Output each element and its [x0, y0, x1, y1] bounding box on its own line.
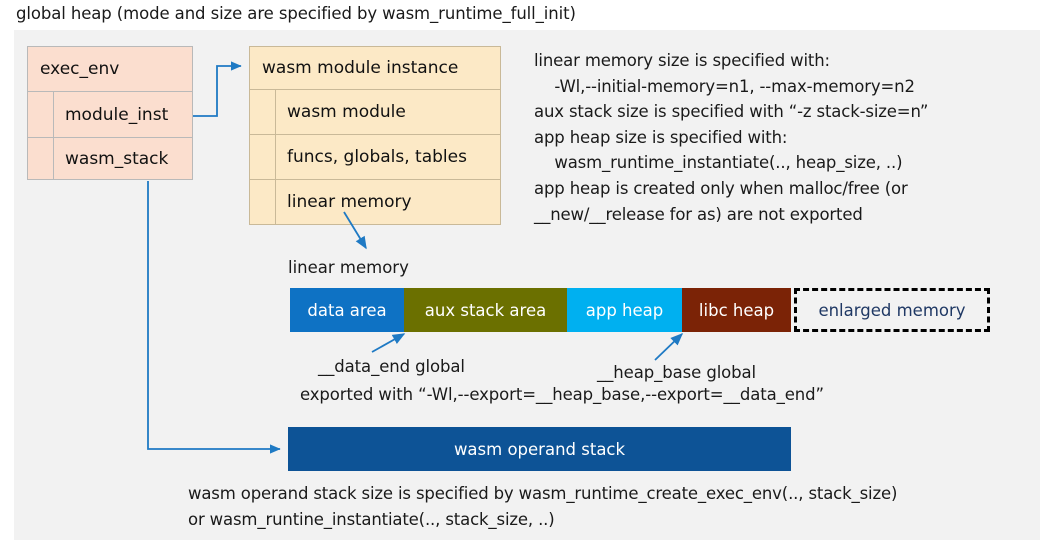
exec-env-row-label: module_inst [65, 104, 169, 125]
exec-env-indent-gutter [28, 138, 54, 179]
exec-env-header-label: exec_env [40, 59, 120, 79]
module-instance-row-label: funcs, globals, tables [287, 147, 467, 167]
memory-segment-label: libc heap [698, 300, 775, 320]
memory-segment-libc-heap: libc heap [682, 288, 791, 332]
exec-env-header: exec_env [27, 46, 193, 92]
module-instance-row-label: wasm module [287, 102, 406, 122]
exec-env-row-label: wasm_stack [65, 148, 169, 169]
module-instance-row-label: linear memory [287, 192, 412, 212]
annotation-data-end: __data_end global [318, 357, 465, 376]
page-title: global heap (mode and size are specified… [16, 4, 576, 23]
module-indent-gutter [250, 135, 276, 179]
linear-memory-bar: data area aux stack area app heap libc h… [290, 288, 990, 332]
memory-segment-label: aux stack area [424, 300, 547, 320]
annotation-heap-base: __heap_base global [597, 363, 757, 382]
module-instance-row-wasm-module: wasm module [249, 90, 501, 135]
annotation-exported-with: exported with “-Wl,--export=__heap_base,… [300, 385, 824, 404]
wasm-operand-stack-label: wasm operand stack [453, 439, 626, 459]
memory-segment-label: data area [307, 300, 387, 320]
memory-segment-app-heap: app heap [567, 288, 682, 332]
memory-segment-aux-stack-area: aux stack area [404, 288, 567, 332]
module-instance-header-label: wasm module instance [262, 58, 459, 78]
bottom-text-block: wasm operand stack size is specified by … [188, 484, 898, 529]
module-instance-header: wasm module instance [249, 46, 501, 90]
memory-segment-label: enlarged memory [818, 300, 966, 320]
memory-segment-data-area: data area [290, 288, 404, 332]
memory-segment-enlarged-memory: enlarged memory [794, 288, 990, 332]
module-instance-row-funcs-globals-tables: funcs, globals, tables [249, 135, 501, 180]
info-text-block: linear memory size is specified with: -W… [534, 51, 929, 224]
linear-memory-label: linear memory [288, 258, 409, 277]
module-instance-row-linear-memory: linear memory [249, 180, 501, 225]
exec-env-row-wasm-stack: wasm_stack [27, 138, 193, 180]
exec-env-indent-gutter [28, 92, 54, 137]
memory-segment-label: app heap [585, 300, 664, 320]
module-indent-gutter [250, 90, 276, 134]
exec-env-row-module-inst: module_inst [27, 92, 193, 138]
wasm-operand-stack-box: wasm operand stack [288, 427, 791, 471]
module-indent-gutter [250, 180, 276, 224]
